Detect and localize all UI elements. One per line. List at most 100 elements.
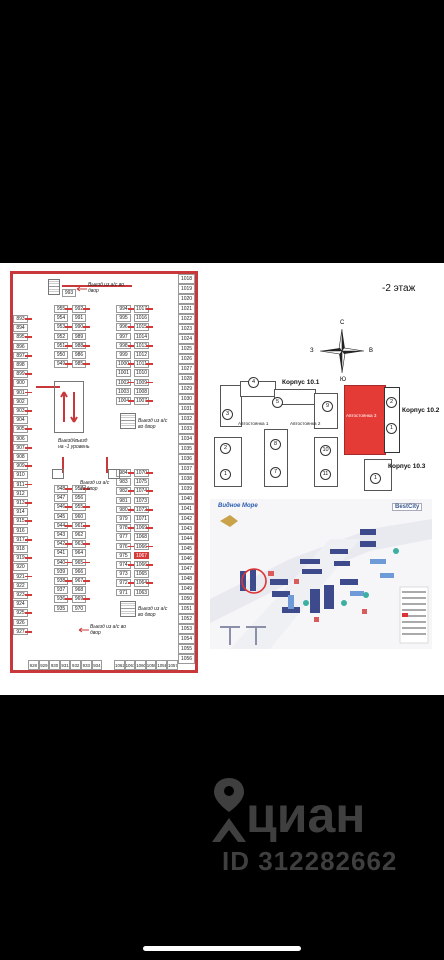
parking-spot[interactable]: 1022 (178, 314, 195, 324)
parking-spot[interactable]: 995 (116, 314, 131, 322)
parking-spot[interactable]: 896 (13, 342, 28, 351)
parking-spot[interactable]: 960 (72, 512, 86, 521)
parking-spot[interactable]: 1001 (116, 369, 131, 377)
parking-spot[interactable]: 1027 (178, 364, 195, 374)
parking-spot[interactable]: 1049 (178, 584, 195, 594)
parking-spot[interactable]: 929 (38, 660, 50, 670)
parking-spot[interactable]: 1042 (178, 514, 195, 524)
parking-spot[interactable]: 962 (72, 531, 86, 539)
parking-spot[interactable]: 1028 (178, 374, 195, 384)
parking-spot[interactable]: 931 (59, 660, 71, 670)
parking-spot[interactable]: 1014 (134, 332, 149, 341)
parking-spot[interactable]: 1075 (134, 478, 149, 486)
parking-spot[interactable]: 894 (13, 324, 28, 332)
parking-spot[interactable]: 1021 (178, 304, 195, 314)
parking-spot[interactable]: 933 (81, 660, 92, 670)
parking-spot[interactable]: 916 (13, 526, 28, 535)
parking-spot[interactable]: 1062 (114, 660, 125, 670)
parking-spot[interactable]: 952 (54, 332, 68, 341)
home-indicator[interactable] (143, 946, 301, 951)
parking-spot[interactable]: 950 (54, 351, 68, 359)
parking-spot[interactable]: 1018 (178, 274, 195, 284)
parking-spot[interactable]: 1038 (178, 474, 195, 484)
parking-spot[interactable]: 898 (13, 361, 28, 369)
parking-spot[interactable]: 975 (116, 551, 131, 560)
parking-spot[interactable]: 997 (116, 332, 131, 341)
parking-spot[interactable]: 954 (54, 314, 68, 322)
parking-spot[interactable]: 1003 (116, 387, 131, 396)
parking-spot[interactable]: 977 (116, 533, 131, 541)
parking-spot[interactable]: 939 (54, 567, 68, 576)
parking-spot[interactable]: 1063 (134, 588, 149, 597)
parking-spot[interactable]: 1030 (178, 394, 195, 404)
parking-spot[interactable]: 1010 (134, 369, 149, 377)
parking-spot[interactable]: 922 (13, 581, 28, 590)
parking-spot[interactable]: 1067 (134, 551, 149, 560)
parking-spot[interactable]: 937 (54, 586, 68, 594)
parking-spot[interactable]: 1025 (178, 344, 195, 354)
parking-spot[interactable]: 902 (13, 397, 28, 406)
parking-spot[interactable]: 918 (13, 545, 28, 553)
parking-spot[interactable]: 1034 (178, 434, 195, 444)
parking-spot[interactable]: 1035 (178, 444, 195, 454)
parking-spot[interactable]: 1060 (135, 660, 146, 670)
parking-spot[interactable]: 1019 (178, 284, 195, 294)
parking-spot[interactable]: 1016 (134, 314, 149, 322)
parking-spot[interactable]: 993 (62, 289, 76, 297)
parking-spot[interactable]: 1046 (178, 554, 195, 564)
parking-spot[interactable]: 926 (13, 618, 28, 627)
parking-spot[interactable]: 1061 (124, 660, 136, 670)
parking-spot[interactable]: 1033 (178, 424, 195, 434)
parking-spot[interactable]: 1043 (178, 524, 195, 534)
parking-spot[interactable]: 908 (13, 453, 28, 461)
parking-spot[interactable]: 1050 (178, 594, 195, 604)
parking-spot[interactable]: 906 (13, 434, 28, 443)
parking-spot[interactable]: 1052 (178, 614, 195, 624)
parking-spot[interactable]: 935 (54, 604, 68, 613)
parking-spot[interactable]: 910 (13, 471, 28, 479)
parking-spot[interactable]: 1031 (178, 404, 195, 414)
parking-spot[interactable]: 1026 (178, 354, 195, 364)
parking-spot[interactable]: 930 (49, 660, 60, 670)
parking-spot[interactable]: 941 (54, 549, 68, 557)
parking-spot[interactable]: 999 (116, 351, 131, 359)
parking-spot[interactable]: 1048 (178, 574, 195, 584)
parking-spot[interactable]: 1032 (178, 414, 195, 424)
parking-spot[interactable]: 900 (13, 379, 28, 387)
parking-spot[interactable]: 932 (70, 660, 81, 670)
parking-spot[interactable]: 956 (72, 494, 86, 502)
parking-spot[interactable]: 1020 (178, 294, 195, 304)
parking-spot[interactable]: 1039 (178, 484, 195, 494)
parking-spot[interactable]: 1037 (178, 464, 195, 474)
parking-spot[interactable]: 1041 (178, 504, 195, 514)
parking-spot[interactable]: 1045 (178, 544, 195, 554)
parking-spot[interactable]: 914 (13, 508, 28, 516)
parking-spot[interactable]: 973 (116, 570, 131, 578)
parking-spot[interactable]: 1055 (178, 644, 195, 654)
parking-spot[interactable]: 934 (91, 660, 103, 670)
parking-spot[interactable]: 924 (13, 600, 28, 608)
parking-spot[interactable]: 1051 (178, 604, 195, 614)
parking-spot[interactable]: 1008 (134, 387, 149, 396)
parking-spot[interactable]: 912 (13, 489, 28, 498)
parking-spot[interactable]: 1054 (178, 634, 195, 644)
parking-spot[interactable]: 1029 (178, 384, 195, 394)
parking-spot[interactable]: 920 (13, 563, 28, 571)
parking-spot[interactable]: 979 (116, 515, 131, 523)
parking-spot[interactable]: 1024 (178, 334, 195, 344)
parking-spot[interactable]: 981 (116, 496, 131, 505)
parking-spot[interactable]: 1073 (134, 496, 149, 505)
parking-spot[interactable]: 1068 (134, 533, 149, 541)
parking-spot[interactable]: 986 (72, 351, 86, 359)
parking-spot[interactable]: 983 (116, 478, 131, 486)
parking-spot[interactable]: 904 (13, 416, 28, 424)
parking-spot[interactable]: 1056 (178, 654, 195, 664)
parking-spot[interactable]: 1057 (167, 660, 178, 670)
parking-spot[interactable]: 1040 (178, 494, 195, 504)
parking-spot[interactable]: 989 (72, 332, 86, 341)
parking-spot[interactable]: 1023 (178, 324, 195, 334)
parking-spot[interactable]: 966 (72, 567, 86, 576)
parking-spot[interactable]: 1053 (178, 624, 195, 634)
parking-spot[interactable]: 943 (54, 531, 68, 539)
parking-spot[interactable]: 1012 (134, 351, 149, 359)
